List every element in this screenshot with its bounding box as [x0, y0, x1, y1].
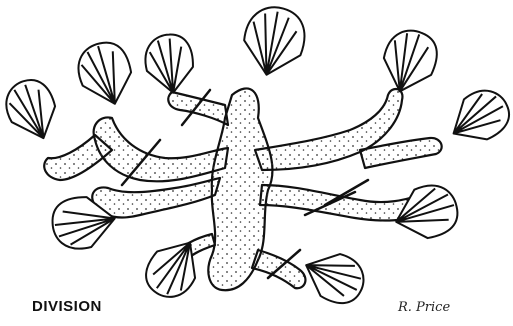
left-arm [94, 117, 228, 181]
polyp-fan [376, 25, 442, 98]
left-lower-arm [92, 178, 220, 218]
polyp-fan [298, 244, 371, 309]
figure-caption: DIVISION [32, 298, 102, 315]
polyp-fan [441, 81, 513, 154]
colony-body [44, 88, 441, 290]
polyp-fan [141, 31, 198, 97]
upper-left-arm [168, 92, 228, 125]
polyp-fan [239, 3, 309, 81]
far-left-arm [44, 135, 112, 180]
polyp-fan [71, 36, 141, 112]
artist-signature: R. Price [398, 300, 450, 315]
polyp-fan [0, 73, 66, 148]
